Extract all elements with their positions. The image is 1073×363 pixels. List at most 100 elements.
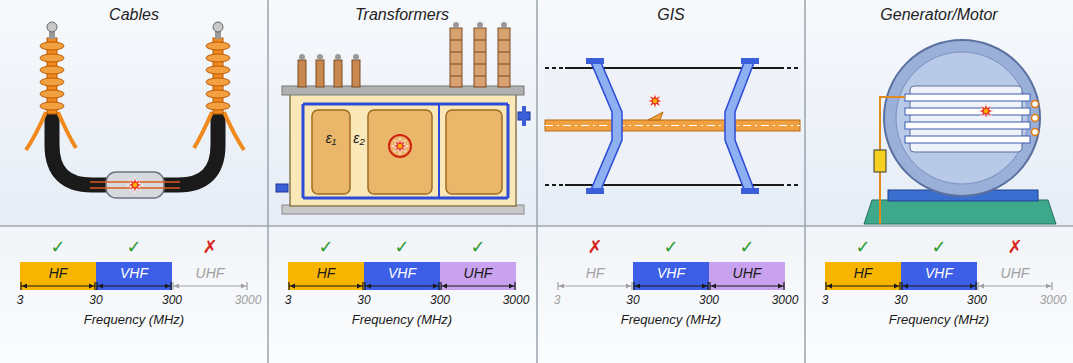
band-label-row: VHF [901, 264, 977, 282]
transformer-illustration-part [298, 60, 306, 87]
band-range-arrows [442, 284, 514, 289]
band-range-arrows [827, 284, 899, 289]
transformer-illustration-part [303, 103, 508, 106]
transformer-illustration-part [498, 28, 510, 87]
band-fill [440, 262, 516, 290]
band-range-arrows [635, 284, 707, 289]
frequency-band: VHF [96, 262, 172, 290]
generator-illustration-part [905, 108, 1030, 115]
gis-illustration-part [647, 93, 663, 109]
cable-illustration-part [58, 112, 76, 148]
band-range-arrows [559, 284, 631, 289]
band-range-tick [977, 282, 978, 290]
gis-illustration-part [780, 67, 800, 69]
backgrounds-part [536, 0, 538, 363]
generator-illustration-part [896, 52, 1028, 184]
cable-illustration-part [47, 22, 57, 32]
band-range-tick [707, 282, 708, 290]
cable-illustration-part [194, 112, 212, 148]
panel-title: Generator/Motor [880, 6, 997, 23]
cable-illustration-part [26, 112, 46, 150]
band-label: UHF [1001, 265, 1030, 281]
check-mark: ✓ [739, 236, 754, 258]
band-label: UHF [196, 265, 225, 281]
frequency-tick-value: 3000 [503, 293, 530, 307]
axis-label: Frequency (MHz) [889, 312, 989, 327]
generator-illustration [864, 40, 1056, 224]
transformer-illustration-part [474, 76, 486, 77]
frequency-band: VHF [364, 262, 440, 290]
generator-illustration-part [978, 103, 994, 119]
band-range-arrows [903, 284, 975, 289]
panel-title: Cables [109, 6, 159, 23]
band-range-tick [709, 282, 710, 290]
band-label: VHF [657, 265, 685, 281]
band-fill [20, 262, 96, 290]
cross-mark: ✗ [1007, 236, 1022, 258]
frequency-band: VHF [633, 262, 709, 290]
transformer-illustration-part [501, 22, 507, 28]
transformer-illustration-part [392, 138, 408, 154]
transformer-illustration-part [477, 22, 483, 28]
cable-illustration-part [40, 78, 64, 86]
band-label: UHF [464, 265, 493, 281]
frequency-band: HF [825, 262, 901, 290]
transformer-illustration-part [316, 60, 324, 87]
band-range-line [441, 286, 515, 287]
transformer-illustration-part [507, 104, 510, 198]
band-fill [633, 262, 709, 290]
transformer-illustration-part [474, 40, 486, 41]
gis-illustration [545, 58, 800, 194]
band-label: HF [854, 265, 873, 281]
band-range-tick [899, 282, 900, 290]
frequency-band: UHF [440, 262, 516, 290]
frequency-tick-value: 30 [626, 293, 639, 307]
axis-label: Frequency (MHz) [621, 312, 721, 327]
band-range-line [978, 286, 1052, 287]
band-label-row: VHF [633, 264, 709, 282]
transformer-illustration-part [446, 110, 502, 194]
band-label: HF [317, 265, 336, 281]
generator-illustration-part [905, 94, 1030, 101]
cable-illustration-part [224, 112, 244, 150]
cross-mark: ✗ [202, 236, 217, 258]
transformer-illustration-part [312, 110, 350, 194]
generator-illustration-part [1032, 129, 1039, 136]
gis-illustration-part [648, 112, 663, 120]
frequency-tick-value: 3000 [772, 293, 799, 307]
cable-illustration-part [206, 66, 230, 74]
gis-illustration-part [590, 60, 622, 192]
transformer-illustration-part [317, 54, 323, 60]
cable-illustration-part [206, 90, 230, 98]
transformer-illustration-part [335, 54, 341, 60]
cable-illustration-part [206, 102, 230, 110]
check-mark: ✓ [394, 236, 409, 258]
generator-illustration-part [1032, 115, 1039, 122]
permittivity-label: ε₁ [326, 130, 337, 146]
check-mark: ✓ [318, 236, 333, 258]
transformer-illustration-part [290, 94, 516, 206]
frequency-tick-value: 300 [967, 293, 987, 307]
band-range-line [634, 286, 708, 287]
band-range-tick [362, 282, 363, 290]
frequency-tick-value: 3000 [1040, 293, 1067, 307]
frequency-tick-value: 300 [430, 293, 450, 307]
band-fill [709, 262, 785, 290]
backgrounds-part [804, 0, 806, 363]
band-range-arrows [979, 284, 1051, 289]
transformer-illustration-part [498, 40, 510, 41]
gis-illustration-part [545, 67, 565, 69]
frequency-band: UHF [977, 262, 1053, 290]
frequency-band: VHF [901, 262, 977, 290]
transformer-illustration-part [368, 110, 432, 194]
cable-illustration-part [127, 177, 143, 193]
transformer-illustration [276, 22, 530, 214]
frequency-tick-value: 3000 [235, 293, 262, 307]
frequency-band: HF [20, 262, 96, 290]
gis-illustration-part [545, 120, 800, 131]
frequency-tick-value: 3 [554, 293, 561, 307]
panel-title-row: Generator/Motor [805, 6, 1073, 24]
band-range-tick [514, 282, 515, 290]
transformer-illustration-part [299, 54, 305, 60]
